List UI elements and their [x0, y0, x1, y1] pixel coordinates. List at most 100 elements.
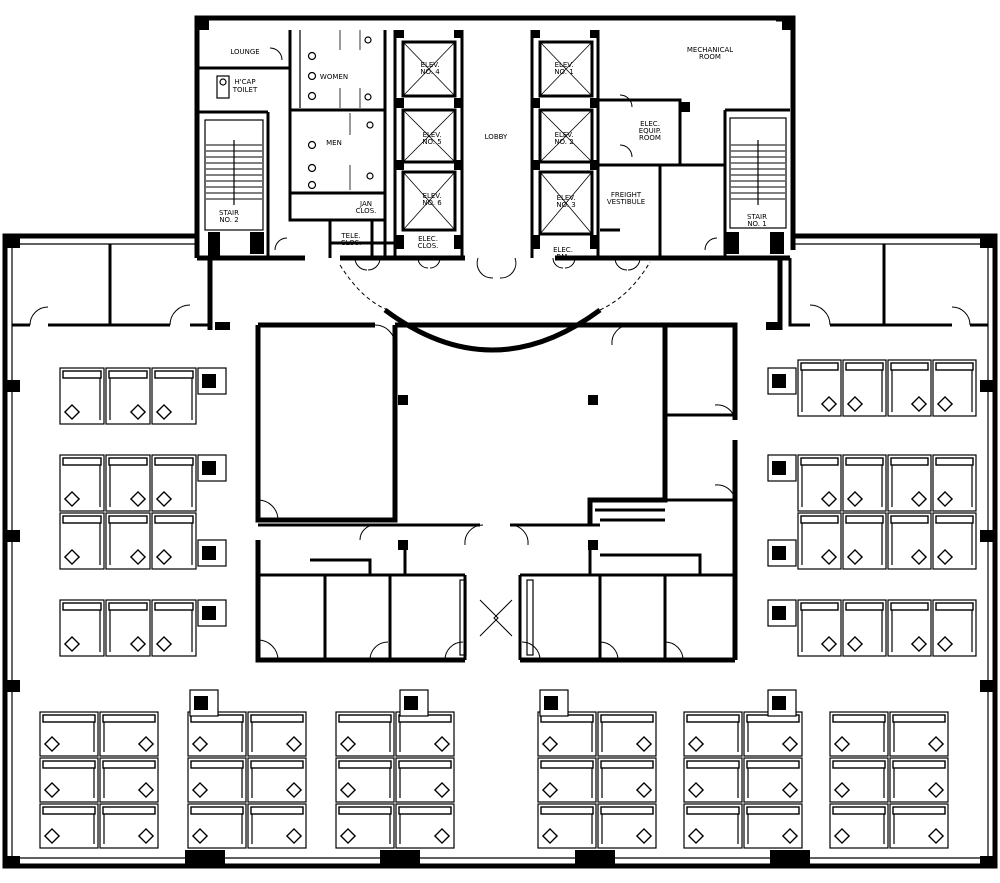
tele-clos-label: TELE. — [340, 232, 360, 240]
workstation — [335, 711, 395, 757]
workstation — [683, 757, 743, 803]
lobby-label: LOBBY — [485, 133, 508, 141]
workstation — [887, 599, 932, 657]
elev2-label: ELEV. — [555, 131, 574, 139]
restroom-fixtures — [216, 30, 374, 190]
column — [532, 235, 540, 249]
side-closets — [189, 367, 797, 717]
workstation — [39, 711, 99, 757]
elev6-label: ELEV. — [423, 192, 442, 200]
column — [532, 30, 540, 38]
workstation — [151, 512, 197, 570]
corner-offices — [12, 244, 988, 330]
elec-rm-label: ELEC. — [553, 246, 573, 254]
workstation — [39, 803, 99, 849]
column — [396, 160, 404, 170]
workstation — [395, 711, 455, 757]
column — [532, 160, 540, 170]
workstation — [932, 599, 977, 657]
workstation — [151, 454, 197, 512]
hcap-label-2: TOILET — [232, 86, 258, 94]
workstation — [39, 757, 99, 803]
elevators — [401, 40, 594, 236]
workstation — [59, 599, 105, 657]
elev3-label-2: NO. 3 — [556, 201, 575, 209]
workstation — [597, 803, 657, 849]
mechanical-label: MECHANICAL — [687, 46, 733, 54]
workstation — [247, 757, 307, 803]
workstation — [537, 757, 597, 803]
column — [185, 850, 225, 864]
column — [197, 18, 209, 30]
column — [454, 98, 462, 108]
workstation — [743, 711, 803, 757]
workstation — [743, 803, 803, 849]
workstation — [187, 803, 247, 849]
workstation — [887, 359, 932, 417]
column — [250, 232, 264, 254]
elev4-label-2: NO. 4 — [420, 68, 440, 76]
workstation — [59, 512, 105, 570]
storage-closet — [767, 367, 797, 395]
workstation — [932, 512, 977, 570]
freight-label: FREIGHT — [611, 191, 642, 199]
jan-clos-label-2: CLOS. — [356, 207, 377, 215]
elevator-1 — [538, 40, 594, 98]
elev6-label-2: NO. 6 — [422, 199, 442, 207]
workstation — [889, 711, 949, 757]
workstation — [105, 599, 151, 657]
workstation — [99, 711, 159, 757]
workstation — [187, 711, 247, 757]
storage-closet — [767, 599, 797, 627]
column — [396, 30, 404, 38]
workstation — [151, 367, 197, 425]
men-label: MEN — [326, 139, 342, 147]
storage-closet — [197, 599, 227, 627]
column — [590, 160, 598, 170]
column — [980, 530, 995, 542]
column — [532, 98, 540, 108]
freight-label-2: VESTIBULE — [607, 198, 645, 206]
storage-closet — [767, 454, 797, 482]
elev2-label-2: NO. 2 — [554, 138, 573, 146]
workstation — [829, 803, 889, 849]
stair1-label: STAIR — [747, 213, 767, 221]
workstation — [842, 454, 887, 512]
elec-clos-label-2: CLOS. — [418, 242, 439, 250]
jan-clos-label: JAN — [359, 200, 372, 208]
workstation — [829, 757, 889, 803]
elec-rm-label-2: RM. — [556, 253, 569, 261]
column — [208, 232, 220, 256]
workstation — [59, 367, 105, 425]
stair2-label-2: NO. 2 — [219, 216, 238, 224]
lounge-label: LOUNGE — [230, 48, 259, 56]
stair-2 — [204, 119, 264, 231]
column — [590, 235, 598, 249]
column — [590, 98, 598, 108]
column — [396, 235, 404, 249]
elec-clos-label: ELEC. — [418, 235, 438, 243]
hcap-label: H'CAP — [234, 78, 255, 86]
elevator-4 — [401, 40, 457, 98]
column — [590, 30, 598, 38]
storage-closet — [197, 367, 227, 395]
elev1-label-2: NO. 1 — [554, 68, 573, 76]
column — [725, 232, 739, 254]
column — [454, 160, 462, 170]
column — [5, 380, 20, 392]
elev4-label: ELEV. — [421, 61, 440, 69]
workstation — [99, 757, 159, 803]
column — [770, 850, 810, 864]
workstation — [932, 359, 977, 417]
workstation — [842, 599, 887, 657]
workstation — [889, 803, 949, 849]
workstation — [887, 512, 932, 570]
elevator-6 — [401, 170, 457, 232]
storage-closet — [189, 689, 219, 717]
column — [5, 856, 20, 868]
workstation — [105, 367, 151, 425]
elev1-label: ELEV. — [555, 61, 574, 69]
column — [380, 850, 420, 864]
column — [782, 18, 794, 30]
